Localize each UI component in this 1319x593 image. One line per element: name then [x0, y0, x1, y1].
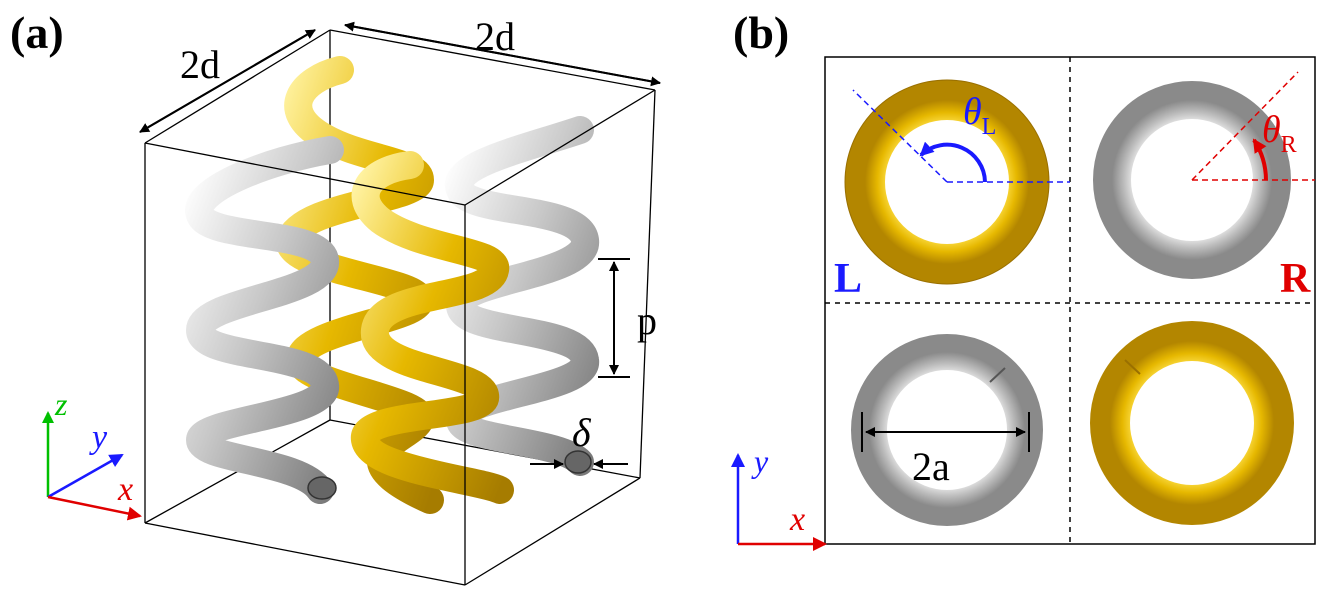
ring-bottom-right-gold [1090, 321, 1294, 525]
theta-r-label: θR [1262, 109, 1297, 158]
dim-pitch-label: p [637, 298, 657, 343]
dim-diameter-arrow [861, 412, 1030, 452]
gold-helix-front [351, 151, 514, 504]
axis-x-label-a: x [117, 471, 133, 508]
panel-b-label: (b) [733, 7, 789, 58]
axis-z-label-a: z [54, 386, 68, 422]
axis-x-label-b: x [789, 501, 805, 538]
quadrant-label-l: L [834, 256, 862, 302]
panel-a: (a) [10, 7, 661, 586]
quadrant-label-r: R [1280, 256, 1311, 302]
dim-depth-arrow [344, 21, 661, 87]
theta-l-label: θL [963, 91, 996, 140]
dim-width-label: 2d [180, 42, 220, 87]
dim-diameter-label: 2a [912, 444, 950, 489]
dim-delta-label: δ [572, 410, 592, 455]
dim-width-arrow [139, 29, 316, 133]
dim-depth-label: 2d [475, 14, 515, 59]
panel-a-label: (a) [10, 7, 64, 58]
silver-left-end-cap [307, 476, 337, 500]
axis-y-label-a: y [89, 419, 108, 456]
theta-l-indicator [852, 89, 1070, 183]
axis-y-label-b: y [751, 443, 769, 479]
silver-right-end-cap [564, 450, 592, 474]
axes-b [731, 453, 827, 551]
axes-a [42, 411, 142, 521]
box-front-edges [144, 89, 656, 586]
dim-pitch-arrow [598, 258, 630, 378]
theta-r-indicator [1191, 71, 1315, 181]
panel-b: (b) θL [731, 7, 1316, 551]
silver-helix-left [185, 136, 344, 504]
